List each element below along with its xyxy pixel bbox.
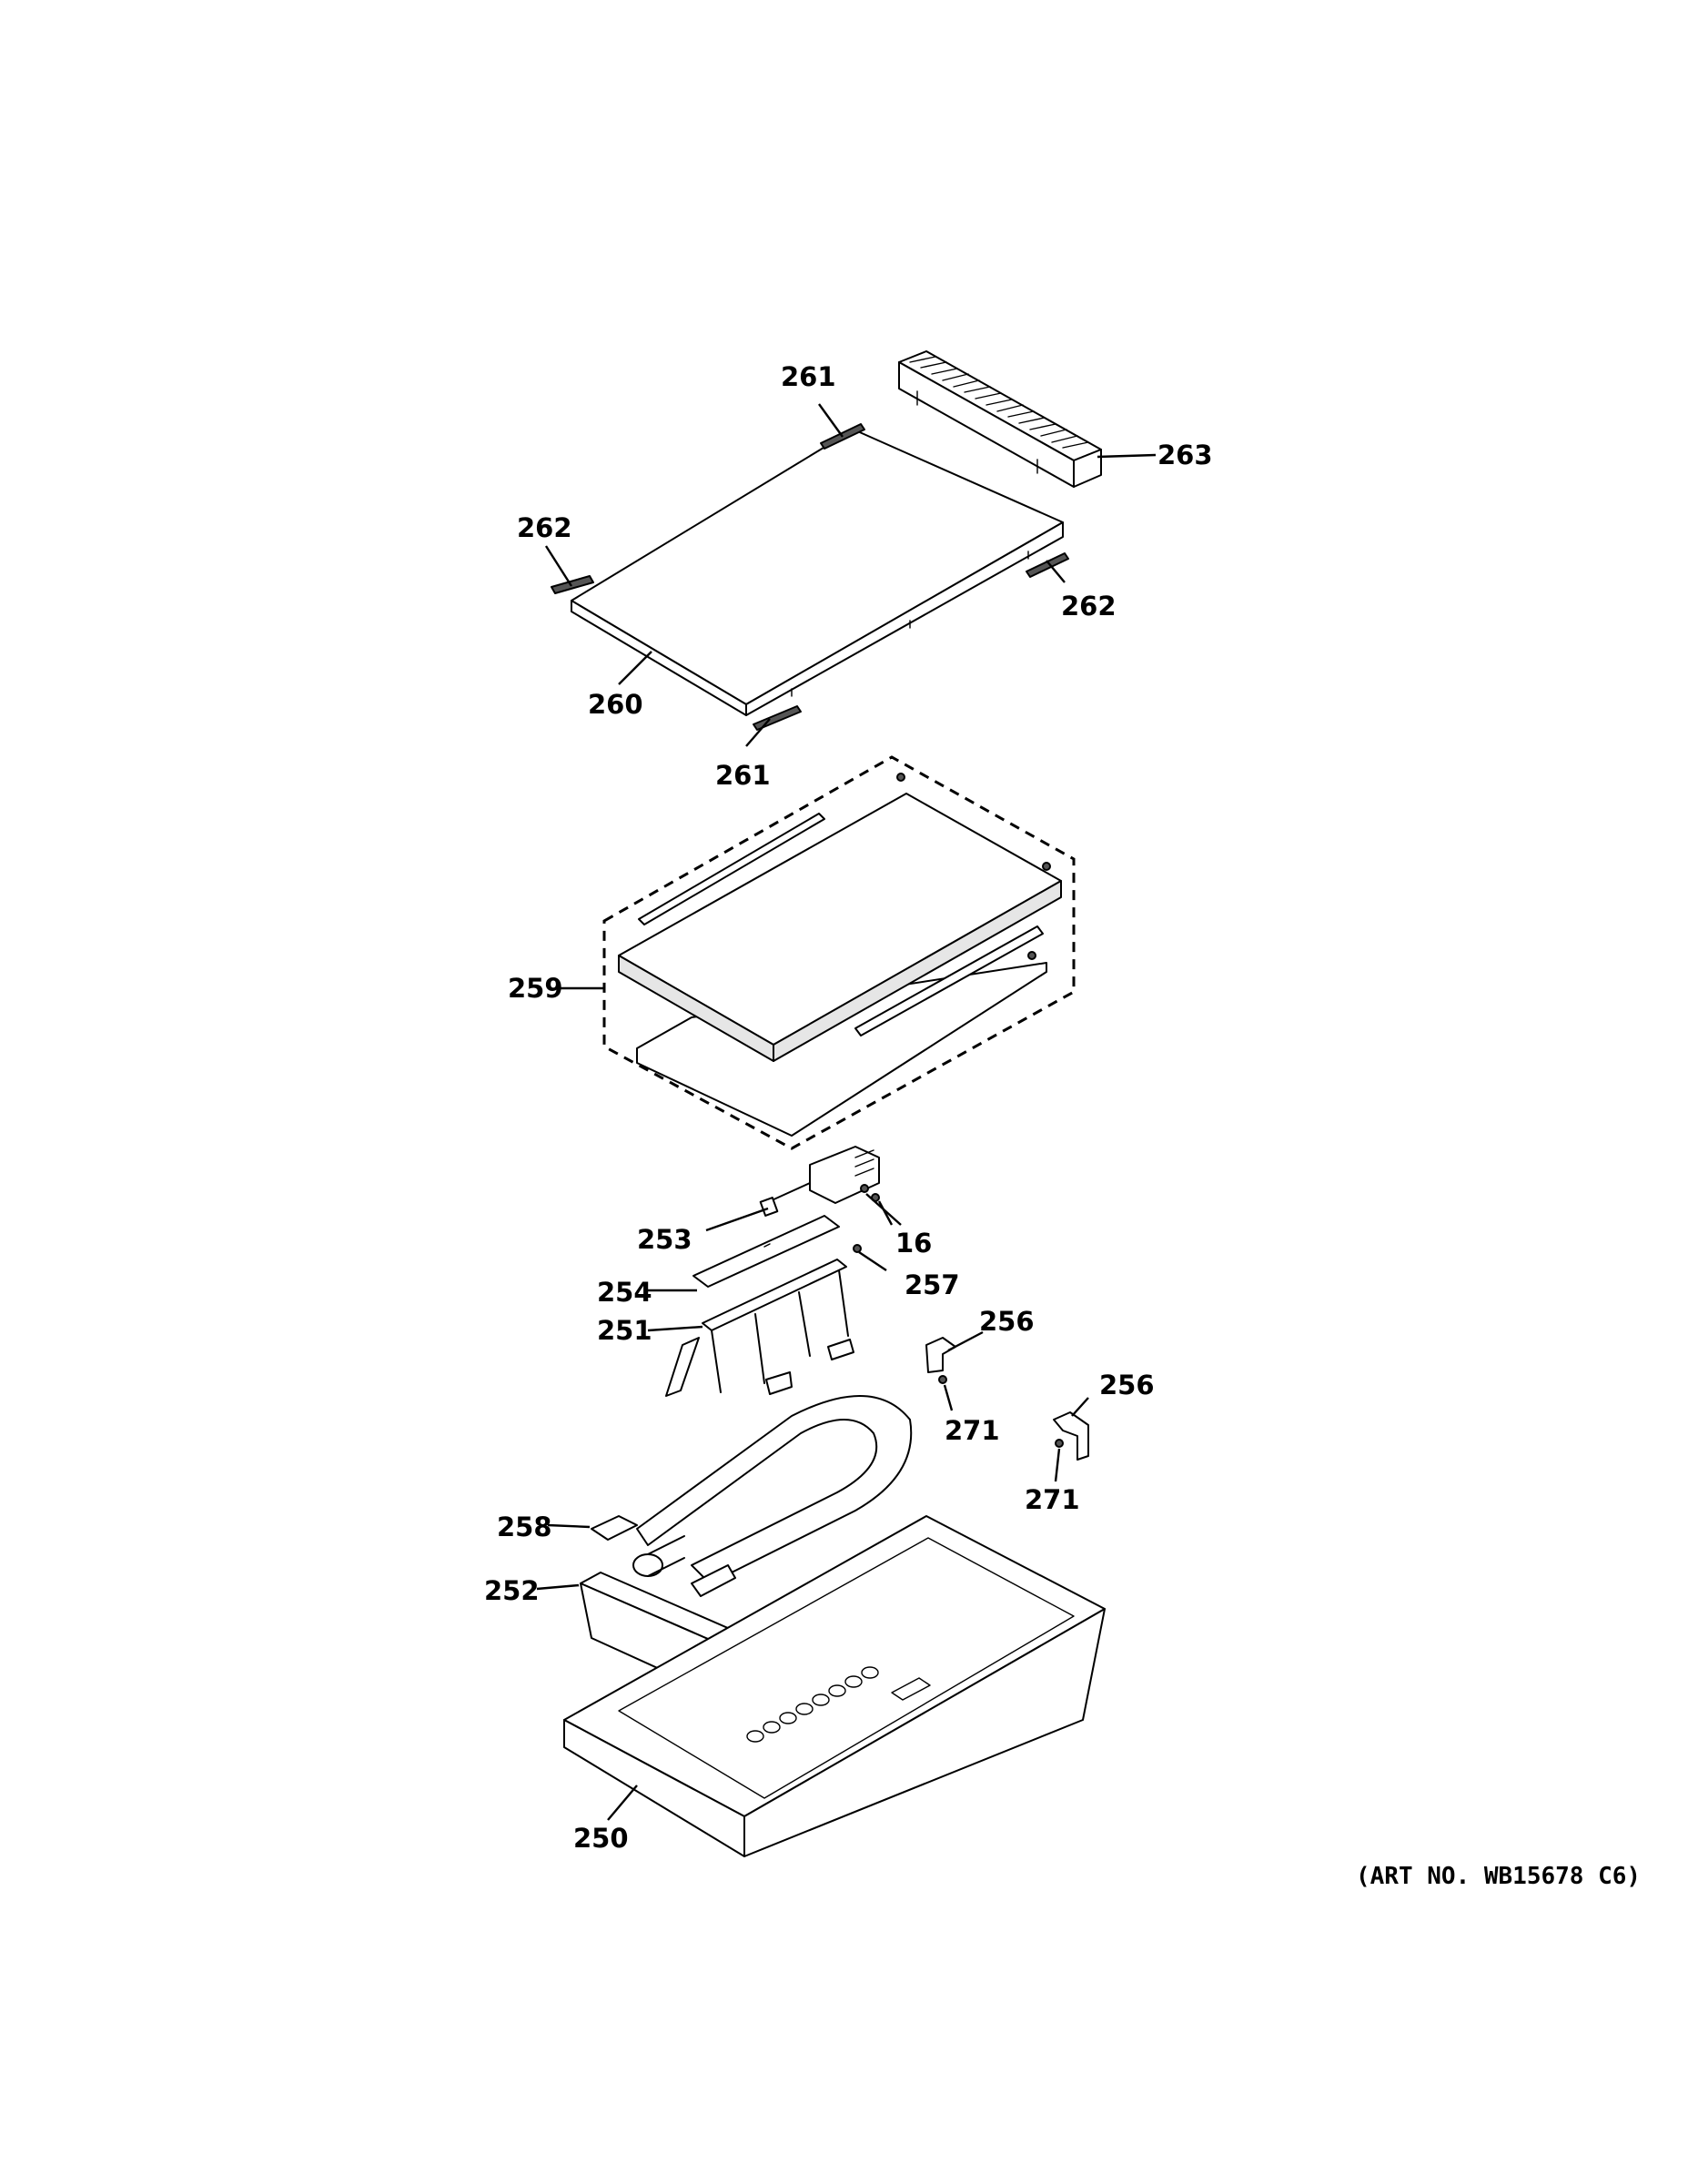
part-271-screw-b[interactable]	[1055, 1439, 1064, 1448]
callout-259: 259	[508, 973, 563, 1004]
part-254-shield[interactable]	[692, 1215, 840, 1288]
part-262-clip-right[interactable]	[1026, 552, 1069, 578]
callout-258: 258	[497, 1512, 552, 1542]
callout-256-a: 256	[979, 1306, 1035, 1337]
callout-251: 251	[597, 1315, 652, 1346]
callout-261-top: 261	[781, 361, 836, 392]
callout-254: 254	[597, 1277, 652, 1308]
part-251-bracket[interactable]	[665, 1259, 854, 1397]
art-number: (ART NO. WB15678 C6)	[1356, 1863, 1641, 1890]
callout-250: 250	[573, 1823, 629, 1854]
part-260-cover-plate[interactable]	[571, 429, 1064, 716]
part-271-screw-a[interactable]	[938, 1375, 947, 1384]
callout-261-bottom: 261	[715, 760, 771, 791]
leader-lines	[536, 403, 1157, 1821]
callout-262-left: 262	[517, 512, 572, 543]
callout-257: 257	[905, 1269, 960, 1300]
part-262-clip-left[interactable]	[551, 575, 594, 594]
part-250-burner-box[interactable]	[563, 1515, 1106, 1857]
callout-271-a: 271	[945, 1415, 1000, 1446]
part-257-screw[interactable]	[853, 1244, 862, 1253]
callout-252: 252	[484, 1575, 540, 1606]
part-253-igniter[interactable]	[759, 1146, 880, 1217]
callout-253: 253	[637, 1224, 692, 1255]
part-258-burner-tube[interactable]	[591, 1394, 913, 1597]
part-263-vent-grille[interactable]	[898, 350, 1102, 488]
callout-256-b: 256	[1099, 1370, 1155, 1400]
callout-260: 260	[588, 689, 643, 720]
part-261-clip-bottom[interactable]	[753, 705, 802, 731]
callout-labels: 261 263 262 262 260 261 259 253 16 257 2…	[484, 361, 1213, 1854]
callout-16: 16	[895, 1228, 932, 1259]
callout-271-b: 271	[1025, 1484, 1080, 1515]
part-259-griddle-kit[interactable]	[602, 755, 1076, 1150]
part-256-bracket-a[interactable]	[925, 1337, 956, 1373]
callout-263: 263	[1157, 440, 1213, 470]
callout-262-right: 262	[1061, 591, 1117, 622]
